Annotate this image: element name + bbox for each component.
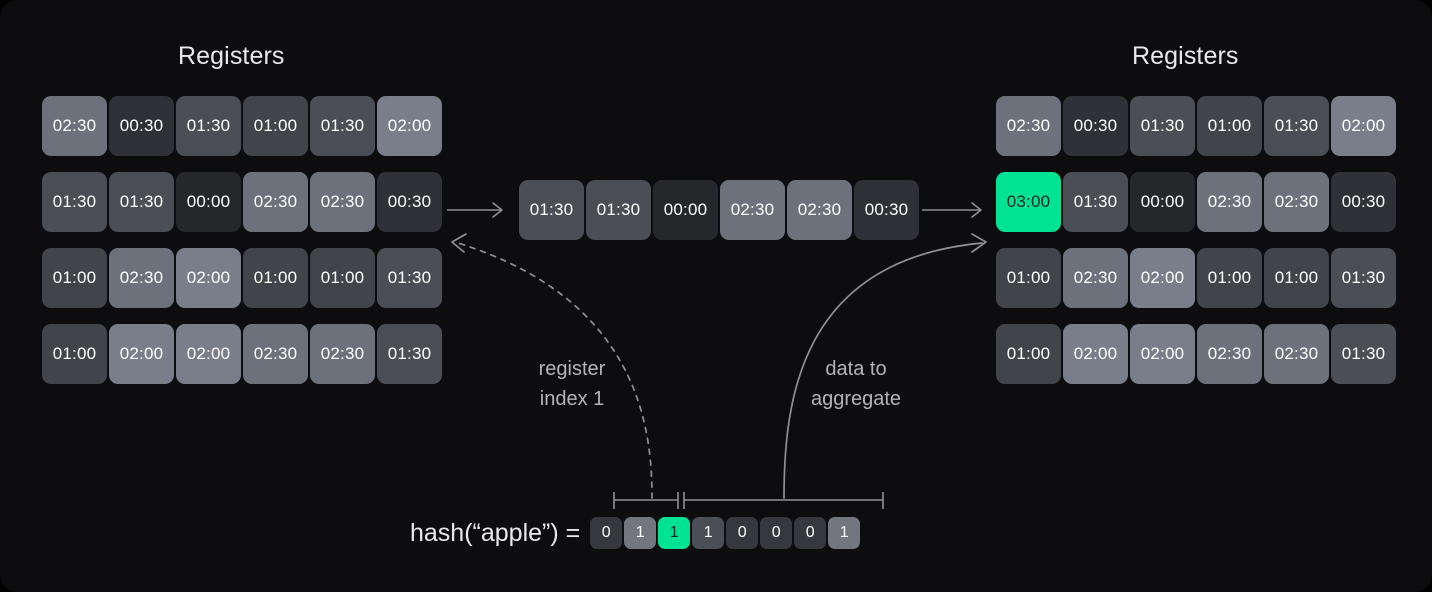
register-cell[interactable]: 01:00 <box>996 324 1061 384</box>
register-cell[interactable]: 01:30 <box>1264 96 1329 156</box>
bracket-register-index <box>613 492 679 509</box>
register-index-label: register index 1 <box>538 358 606 410</box>
middle-register-cell[interactable]: 02:30 <box>720 180 785 240</box>
hash-bit[interactable]: 0 <box>590 517 623 549</box>
register-cell[interactable]: 02:30 <box>243 324 308 384</box>
register-cell[interactable]: 01:00 <box>42 248 107 308</box>
register-cell[interactable]: 02:30 <box>310 324 375 384</box>
register-cell[interactable]: 00:30 <box>1331 172 1396 232</box>
register-cell[interactable]: 00:00 <box>176 172 241 232</box>
register-cell[interactable]: 01:30 <box>1130 96 1195 156</box>
bracket-data-to-aggregate <box>683 492 884 509</box>
register-cell[interactable]: 01:00 <box>243 248 308 308</box>
register-cell[interactable]: 02:00 <box>176 324 241 384</box>
register-cell[interactable]: 01:30 <box>377 324 442 384</box>
register-cell[interactable]: 02:30 <box>1264 324 1329 384</box>
register-cell[interactable]: 01:30 <box>42 172 107 232</box>
middle-register-cell[interactable]: 01:30 <box>586 180 651 240</box>
register-cell[interactable]: 01:30 <box>310 96 375 156</box>
register-cell[interactable]: 02:00 <box>1331 96 1396 156</box>
middle-register-cell[interactable]: 02:30 <box>787 180 852 240</box>
register-cell[interactable]: 02:30 <box>1197 324 1262 384</box>
hash-bit[interactable]: 1 <box>692 517 725 549</box>
register-cell[interactable]: 02:00 <box>1130 324 1195 384</box>
register-cell[interactable]: 02:30 <box>243 172 308 232</box>
hash-bit[interactable]: 0 <box>794 517 827 549</box>
register-cell[interactable]: 00:00 <box>1130 172 1195 232</box>
register-cell[interactable]: 01:30 <box>176 96 241 156</box>
register-cell[interactable]: 01:30 <box>109 172 174 232</box>
hash-function-text: hash(“apple”) = <box>410 518 581 547</box>
register-cell[interactable]: 01:30 <box>1063 172 1128 232</box>
register-cell[interactable]: 01:30 <box>1331 248 1396 308</box>
register-cell[interactable]: 01:30 <box>377 248 442 308</box>
page-title-left: Registers <box>178 42 285 70</box>
register-cell[interactable]: 02:30 <box>42 96 107 156</box>
register-cell[interactable]: 02:00 <box>1063 324 1128 384</box>
register-cell[interactable]: 00:30 <box>377 172 442 232</box>
hash-bit[interactable]: 1 <box>624 517 657 549</box>
register-cell[interactable]: 01:00 <box>42 324 107 384</box>
register-cell[interactable]: 02:30 <box>996 96 1061 156</box>
arrow-middle-to-right <box>922 202 982 218</box>
register-cell[interactable]: 02:30 <box>109 248 174 308</box>
register-cell[interactable]: 00:30 <box>109 96 174 156</box>
hash-bit[interactable]: 1 <box>828 517 861 549</box>
arrow-left-to-middle <box>447 202 503 218</box>
register-cell[interactable]: 02:00 <box>176 248 241 308</box>
register-cell[interactable]: 01:30 <box>1331 324 1396 384</box>
register-cell[interactable]: 02:00 <box>1130 248 1195 308</box>
hash-bit[interactable]: 0 <box>726 517 759 549</box>
register-cell[interactable]: 02:30 <box>310 172 375 232</box>
register-cell[interactable]: 01:00 <box>1197 248 1262 308</box>
middle-register-cell[interactable]: 01:30 <box>519 180 584 240</box>
middle-register-cell[interactable]: 00:00 <box>653 180 718 240</box>
register-cell[interactable]: 01:00 <box>1197 96 1262 156</box>
data-to-aggregate-label: data to aggregate <box>810 358 902 410</box>
register-cell[interactable]: 02:30 <box>1063 248 1128 308</box>
register-cell[interactable]: 01:00 <box>1264 248 1329 308</box>
page-title-right: Registers <box>1132 42 1239 70</box>
register-cell[interactable]: 02:30 <box>1197 172 1262 232</box>
hash-bit[interactable]: 1 <box>658 517 691 549</box>
register-cell[interactable]: 00:30 <box>1063 96 1128 156</box>
register-cell[interactable]: 02:00 <box>377 96 442 156</box>
register-cell[interactable]: 02:30 <box>1264 172 1329 232</box>
register-cell[interactable]: 01:00 <box>243 96 308 156</box>
hash-bit[interactable]: 0 <box>760 517 793 549</box>
middle-register-cell[interactable]: 00:30 <box>854 180 919 240</box>
register-cell[interactable]: 02:00 <box>109 324 174 384</box>
register-cell[interactable]: 01:00 <box>310 248 375 308</box>
register-cell[interactable]: 01:00 <box>996 248 1061 308</box>
register-cell[interactable]: 03:00 <box>996 172 1061 232</box>
